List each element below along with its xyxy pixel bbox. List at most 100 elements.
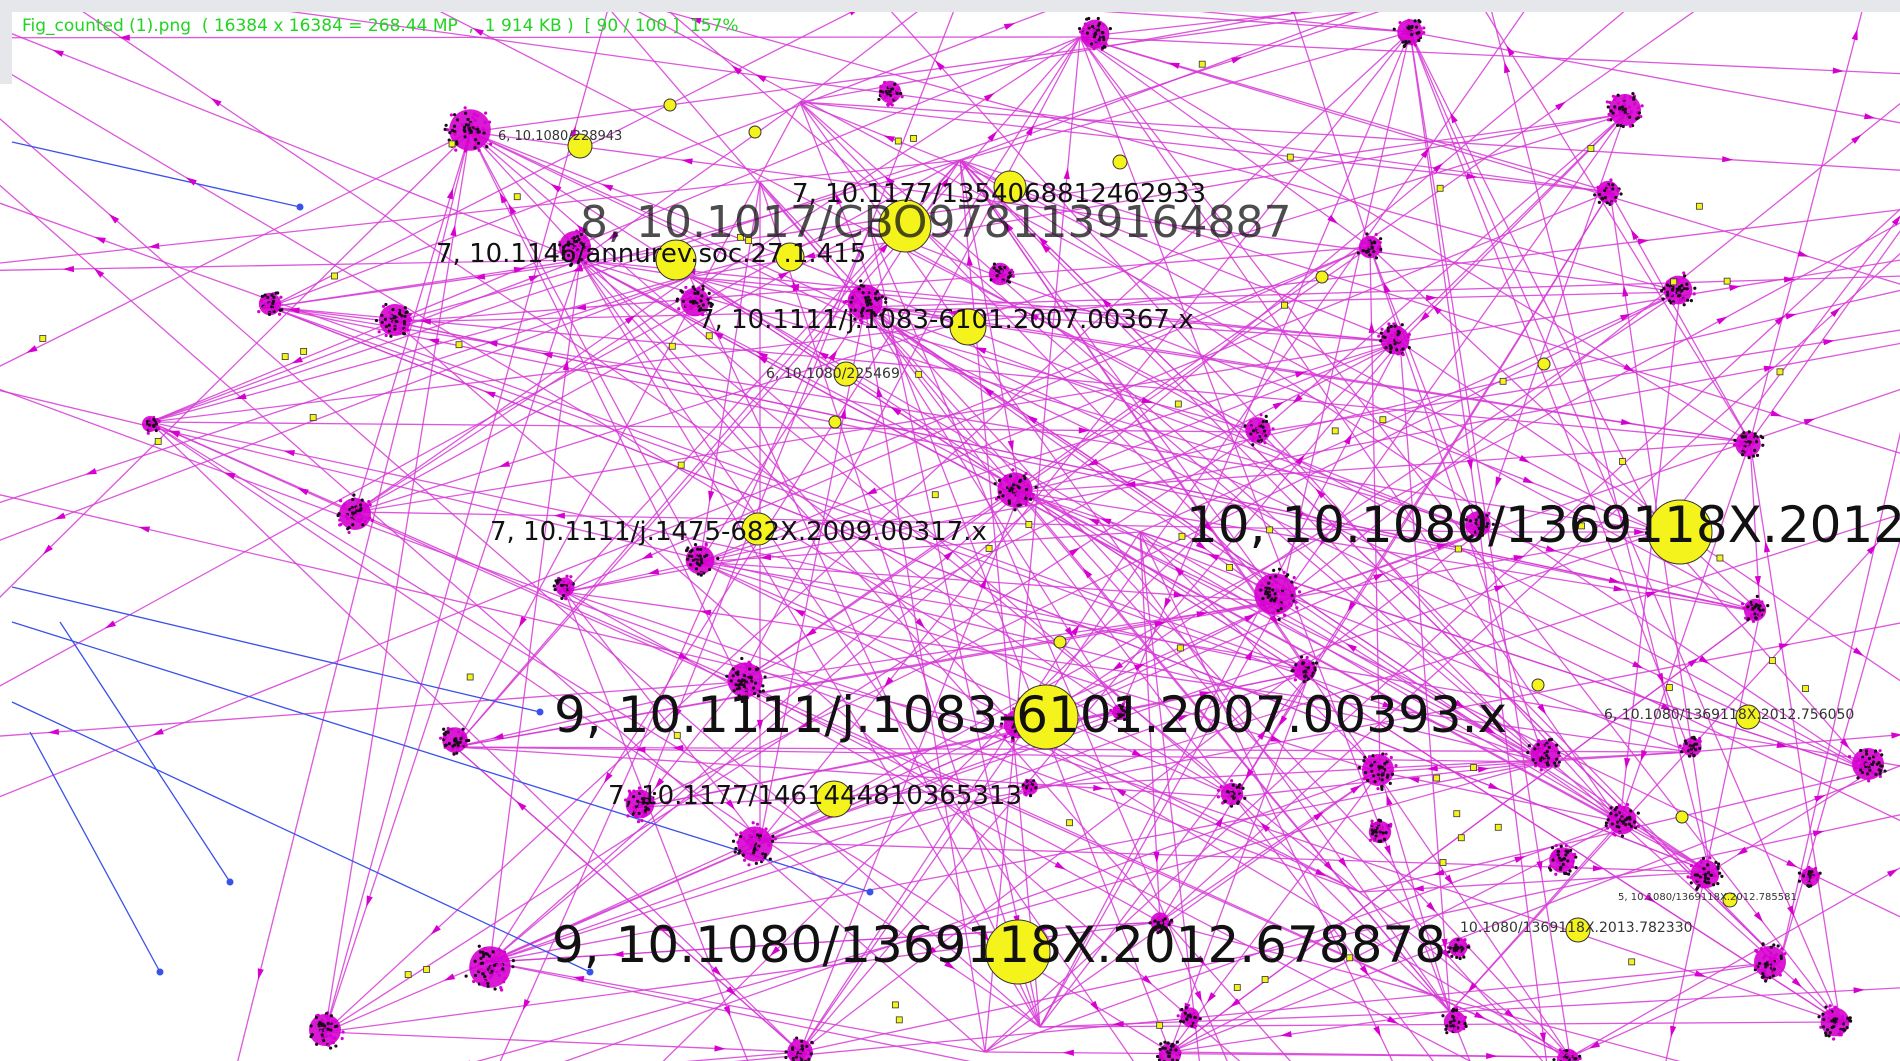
cluster-node — [1001, 494, 1005, 498]
cluster-node — [482, 983, 486, 987]
small-node — [423, 966, 431, 973]
cluster-node — [1380, 769, 1385, 773]
cluster-node — [699, 547, 703, 552]
cluster-node — [885, 91, 889, 95]
graph-edge — [739, 681, 1472, 1061]
cluster-node — [402, 322, 407, 326]
cluster-node — [1611, 183, 1615, 187]
image-viewer-canvas[interactable]: 6, 10.1080/228943 7, 10.1177/13540688124… — [0, 12, 1900, 1061]
edge-arrowhead — [148, 242, 160, 250]
cluster-node — [1411, 38, 1415, 43]
cluster-node — [1746, 605, 1750, 609]
cluster-node — [1604, 198, 1608, 202]
cluster-node — [570, 238, 574, 243]
cluster-node — [867, 309, 871, 313]
cluster-node — [1470, 534, 1474, 538]
cluster-node — [501, 967, 505, 971]
cluster-node — [485, 145, 489, 149]
cluster-node — [707, 567, 712, 572]
cluster-node — [1616, 93, 1620, 97]
cluster-node — [798, 1049, 802, 1054]
cluster-node — [1632, 96, 1636, 100]
cluster-node — [1373, 780, 1377, 784]
cluster-node — [154, 428, 158, 433]
cluster-node — [1640, 104, 1644, 108]
cluster-node — [352, 493, 356, 497]
cluster-node — [1383, 762, 1387, 766]
cluster-node — [1607, 815, 1611, 819]
cluster-node — [1368, 253, 1372, 257]
cluster-node — [784, 1050, 788, 1054]
cluster-node — [1662, 286, 1666, 291]
cluster-node — [1830, 1019, 1834, 1023]
cluster-node — [408, 312, 412, 316]
cluster-node — [1549, 737, 1554, 742]
cluster-node — [452, 752, 456, 756]
cluster-node — [1087, 24, 1091, 28]
cluster-node — [1623, 107, 1628, 111]
cluster-node — [1746, 442, 1750, 446]
graph-edge — [1169, 671, 1311, 1053]
graph-edge — [1102, 12, 1411, 33]
edge-arrowhead — [1853, 987, 1865, 994]
cluster-node — [677, 307, 681, 311]
cluster-node — [1381, 752, 1385, 756]
cluster-node — [1007, 501, 1012, 505]
cluster-node — [473, 143, 477, 148]
cluster-node — [1358, 246, 1363, 250]
cluster-node — [1603, 196, 1607, 200]
cluster-node — [1008, 274, 1012, 278]
cluster-node — [1277, 617, 1281, 622]
cluster-node — [466, 136, 470, 140]
cluster-node — [1698, 736, 1702, 741]
small-node — [1346, 954, 1354, 962]
cluster-node — [452, 113, 457, 117]
cluster-node — [1005, 478, 1009, 482]
cluster-node — [270, 307, 275, 312]
edge-arrowhead — [1245, 649, 1254, 661]
cluster-node — [1454, 1017, 1458, 1021]
cluster-node — [1006, 279, 1010, 283]
cluster-node — [684, 303, 688, 307]
edge-arrowhead — [805, 627, 817, 637]
cluster-node — [1365, 232, 1369, 236]
cluster-node — [580, 258, 584, 262]
cluster-node — [1485, 514, 1489, 518]
cluster-node — [1690, 736, 1694, 740]
cluster-node — [1692, 754, 1696, 758]
cluster-node — [1628, 124, 1633, 128]
cluster-node — [338, 518, 342, 522]
cluster-node — [1180, 1007, 1184, 1012]
cluster-node — [377, 330, 381, 334]
cluster-node — [1562, 1057, 1567, 1061]
cluster-node — [880, 295, 884, 299]
edge-arrowhead — [1592, 865, 1605, 872]
cluster-node — [1034, 485, 1038, 489]
edge-arrowhead — [1419, 312, 1430, 323]
small-node — [1454, 545, 1462, 553]
cluster-node — [1148, 921, 1152, 925]
cluster-node — [1009, 730, 1013, 734]
graph-edge — [689, 276, 1711, 873]
cluster-node — [1806, 883, 1810, 888]
cluster-node — [1553, 761, 1557, 765]
cluster-node — [757, 682, 761, 686]
cluster-node — [1277, 567, 1282, 571]
edge-arrowhead — [1026, 415, 1038, 424]
cluster-node — [1235, 785, 1239, 789]
cluster-node — [1612, 97, 1617, 102]
cluster-node — [1307, 663, 1311, 667]
cluster-node — [271, 302, 275, 306]
cluster-node — [1624, 822, 1628, 827]
edge-arrowhead — [803, 252, 816, 259]
cluster-node — [1380, 826, 1385, 830]
cluster-node — [579, 241, 583, 245]
edge-arrowhead — [1852, 647, 1864, 657]
edge-arrowhead — [1786, 859, 1798, 868]
small-node — [300, 347, 308, 355]
cluster-node — [752, 829, 757, 833]
cluster-node — [1545, 744, 1549, 748]
edge-arrowhead — [572, 976, 585, 983]
cluster-node — [1555, 743, 1559, 747]
graph-edge — [0, 388, 1361, 893]
